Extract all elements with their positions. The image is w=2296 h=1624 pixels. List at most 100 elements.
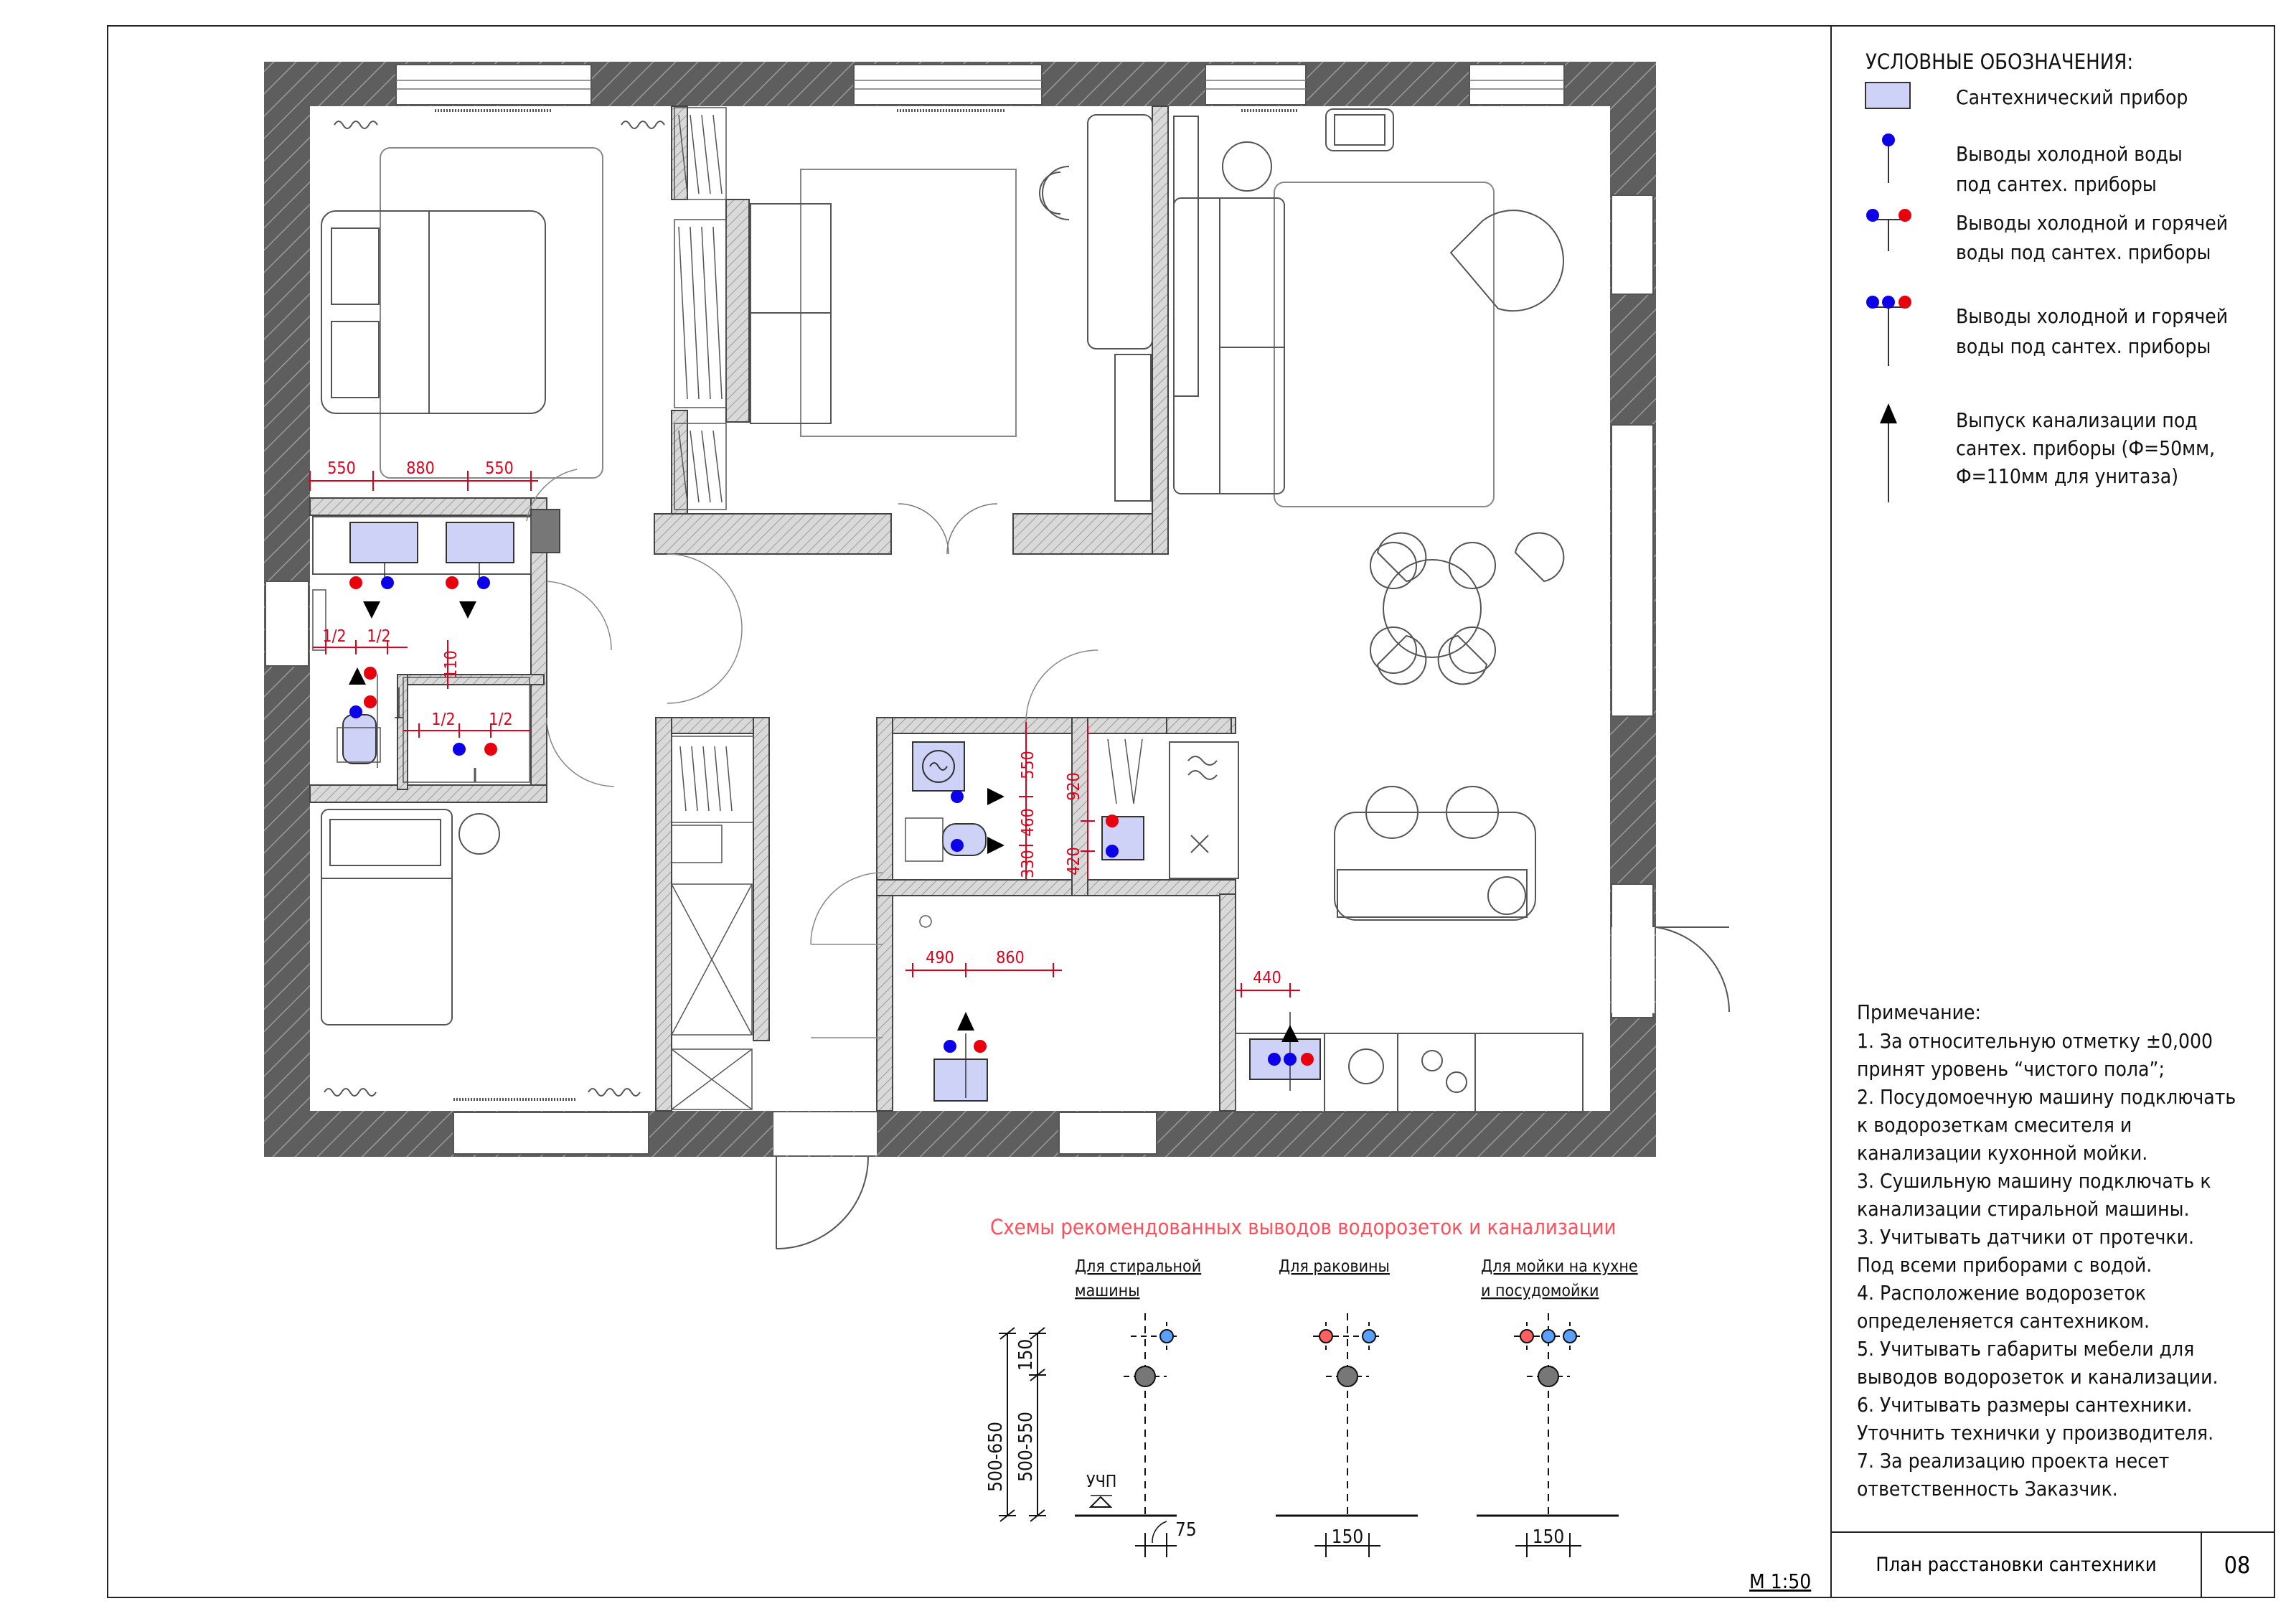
- scheme-sink-dim: 150: [1332, 1526, 1364, 1548]
- hot-outlet: [446, 576, 458, 589]
- legend-item-sewer-3: Ф=110мм для унитаза): [1956, 464, 2178, 488]
- cold-hot-water-triple-outlet-icon: [1866, 296, 1911, 366]
- wardrobe: [674, 107, 727, 510]
- sheet-title: План расстановки сантехники: [1876, 1554, 2156, 1576]
- scheme-washer-title: Для стиральной: [1075, 1257, 1201, 1276]
- cold-outlet: [1541, 1329, 1556, 1343]
- sewer-arrow: [363, 601, 380, 619]
- sewer-arrow: [987, 837, 1004, 854]
- scheme-dim-top: 150: [1015, 1339, 1037, 1371]
- dim-label: 1/2: [489, 710, 512, 729]
- hot-outlet: [349, 576, 362, 589]
- hot-outlet: [484, 743, 497, 756]
- sewer-outlet: [1538, 1366, 1559, 1387]
- note-line: 6. Учитывать размеры сантехники.: [1857, 1393, 2192, 1417]
- legend: УСЛОВНЫЕ ОБОЗНАЧЕНИЯ: Сантехнический при…: [1865, 50, 2228, 502]
- dim-label: 550: [485, 459, 514, 478]
- sink-fixture: [349, 522, 418, 563]
- kitchen-sink: [1249, 1012, 1321, 1091]
- living-room: [1173, 108, 1565, 685]
- note-line: 1. За относительную отметку ±0,000: [1857, 1029, 2213, 1053]
- legend-item-coldhot-1: Выводы холодной и горячей: [1956, 211, 2228, 235]
- entrance-door: [776, 1156, 869, 1249]
- entrance-gap: [773, 1112, 877, 1155]
- cold-outlet: [1362, 1329, 1376, 1343]
- radiator: [324, 121, 665, 1097]
- legend-item-sewer-2: сантех. приборы (Ф=50мм,: [1956, 436, 2215, 460]
- guest-bath: [919, 915, 988, 1102]
- water-outlets: [349, 563, 497, 756]
- sewer-arrow: [459, 601, 476, 619]
- sewer-arrow: [1281, 1025, 1299, 1042]
- scheme-washer-title-2: машины: [1075, 1282, 1140, 1300]
- window: [1611, 194, 1654, 1018]
- note-line: Под всеми приборами с водой.: [1857, 1253, 2152, 1277]
- scheme-dim-outer: 500-650: [985, 1422, 1007, 1492]
- scheme-washer: [1075, 1313, 1181, 1557]
- dim-label: 440: [1253, 969, 1281, 987]
- sink-fixture: [446, 522, 514, 563]
- floor-label: УЧП: [1086, 1473, 1116, 1491]
- bedroom-bottom-left: [321, 809, 500, 1025]
- cold-outlet: [951, 839, 964, 852]
- sewer-arrow: [957, 1012, 974, 1031]
- cold-outlet: [381, 576, 394, 589]
- note-line: ответственность Заказчик.: [1857, 1477, 2118, 1501]
- note-line: 7. За реализацию проекта несет: [1857, 1449, 2169, 1473]
- sheet-number: 08: [2224, 1552, 2251, 1579]
- outlet-schemes: Схемы рекомендованных выводов водорозето…: [985, 1215, 1638, 1557]
- legend-title: УСЛОВНЫЕ ОБОЗНАЧЕНИЯ:: [1866, 50, 2133, 74]
- door: [898, 503, 998, 555]
- bedroom-top-middle: [750, 114, 1153, 502]
- window: [265, 581, 309, 667]
- cold-outlet: [944, 1040, 956, 1053]
- cold-outlet: [1106, 845, 1119, 858]
- dim-label: 550: [327, 459, 356, 478]
- hot-outlet: [1106, 815, 1119, 827]
- scheme-washer-dim: 75: [1175, 1519, 1197, 1541]
- cold-hot-water-outlet-icon: [1866, 209, 1911, 251]
- bedroom-top-left: [321, 147, 603, 479]
- note-line: принят уровень “чистого пола”;: [1857, 1057, 2165, 1081]
- kitchen: [1169, 741, 1584, 1113]
- note-line: Уточнить технички у производителя.: [1857, 1421, 2213, 1445]
- laundry-room: [905, 738, 1144, 862]
- sewer-outlet: [1337, 1366, 1358, 1387]
- legend-item-triple-1: Выводы холодной и горячей: [1956, 304, 2228, 328]
- scale-label: М 1:50: [1749, 1569, 1811, 1593]
- note-line: выводов водорозеток и канализации.: [1857, 1365, 2218, 1389]
- legend-item-cold-2: под сантех. приборы: [1956, 172, 2157, 196]
- hallway-doors: [526, 469, 1098, 1038]
- toilet-fixture: [342, 714, 377, 764]
- scheme-dim-inner: 500-550: [1015, 1412, 1037, 1482]
- note-line: к водорозеткам смесителя и: [1857, 1113, 2132, 1137]
- cold-outlet: [1268, 1053, 1281, 1066]
- notes-title: Примечание:: [1857, 1000, 1981, 1024]
- exterior-door: [1655, 926, 1730, 1013]
- plan-dimension-labels: 550 880 550 1/2 1/2 110 1/2 1/2 550 460 …: [322, 459, 1281, 987]
- note-line: канализации стиральной машины.: [1857, 1197, 2189, 1221]
- scheme-sink: [1276, 1313, 1418, 1557]
- sewer-outlet-arrow-icon: [1880, 403, 1897, 502]
- hot-outlet: [974, 1040, 987, 1053]
- cold-outlet: [1159, 1329, 1174, 1343]
- sewer-arrow: [349, 667, 366, 685]
- cold-outlet: [349, 705, 362, 718]
- scheme-kitchen-title-2: и посудомойки: [1481, 1282, 1599, 1300]
- note-line: 2. Посудомоечную машину подключать: [1857, 1085, 2236, 1109]
- cold-outlet: [453, 743, 466, 756]
- dim-label: 110: [442, 650, 461, 679]
- floor-plan: 550 880 550 1/2 1/2 110 1/2 1/2 550 460 …: [264, 62, 1730, 1249]
- cold-outlet: [951, 790, 964, 803]
- hot-outlet: [364, 695, 377, 708]
- legend-item-sewer-1: Выпуск канализации под: [1956, 408, 2198, 432]
- hot-outlet: [364, 667, 377, 680]
- dim-label: 1/2: [431, 710, 455, 729]
- dim-label: 420: [1065, 847, 1083, 876]
- note-line: 3. Учитывать датчики от протечки.: [1857, 1225, 2194, 1249]
- legend-item-cold-1: Выводы холодной воды: [1956, 142, 2183, 166]
- scheme-sink-title: Для раковины: [1279, 1257, 1390, 1276]
- dim-label: 490: [926, 949, 954, 967]
- schemes-title: Схемы рекомендованных выводов водорозето…: [990, 1215, 1616, 1239]
